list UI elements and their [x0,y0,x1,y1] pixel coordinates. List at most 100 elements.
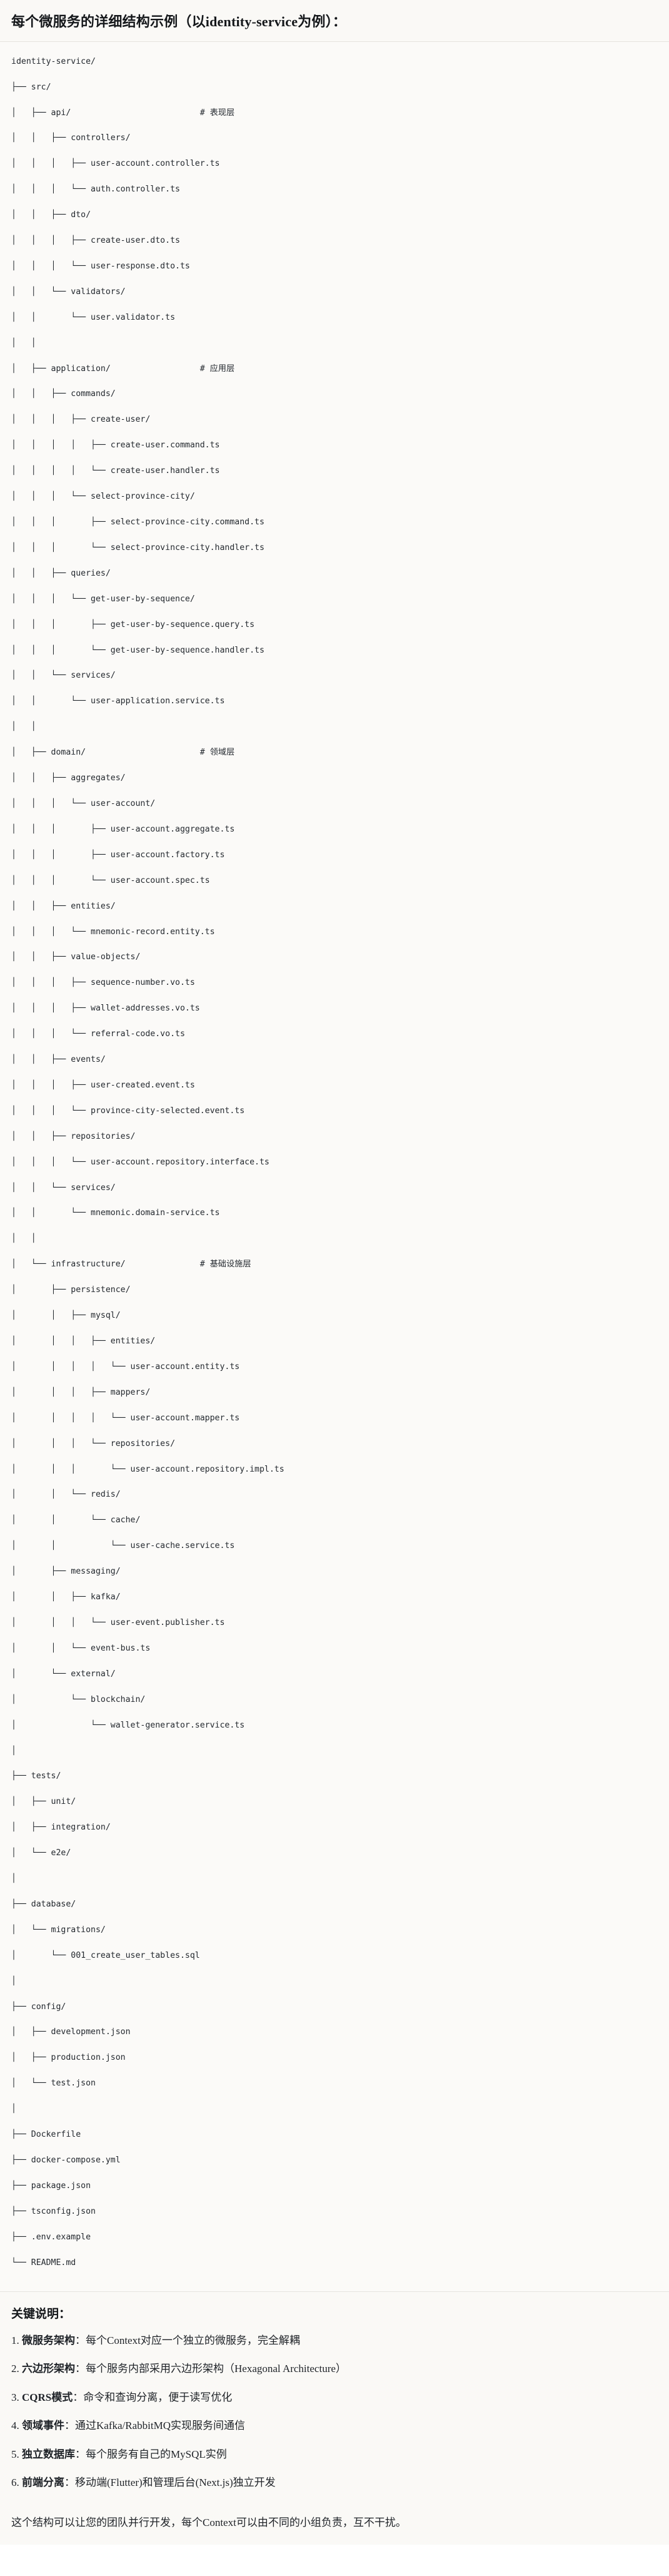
tree-line: │ │ └── user-cache.service.ts [11,1541,235,1551]
tree-line: ├── .env.example [11,2232,91,2242]
tree-line: │ ├── api/ # 表现层 [11,108,235,118]
tree-line: │ ├── domain/ # 领域层 [11,748,235,758]
tree-line: │ │ │ └── mnemonic-record.entity.ts [11,927,215,937]
tree-line: │ ├── application/ # 应用层 [11,364,235,374]
tree-line: │ │ ├── events/ [11,1055,106,1065]
key-note-separator: ： [64,2477,75,2489]
closing-paragraph: 这个结构可以让您的团队并行开发，每个Context可以由不同的小组负责，互不干扰… [0,2512,669,2545]
tree-line: └── README.md [11,2258,76,2268]
tree-line: │ │ │ ├── wallet-addresses.vo.ts [11,1004,200,1014]
tree-line: │ └── blockchain/ [11,1694,146,1704]
tree-line: │ ├── integration/ [11,1823,111,1833]
tree-line: │ │ │ └── referral-code.vo.ts [11,1029,185,1039]
tree-line: │ │ │ └── get-user-by-sequence/ [11,594,195,604]
tree-line: ├── tests/ [11,1771,61,1781]
tree-line: │ └── test.json [11,2079,96,2089]
key-note-description: 每个服务有自己的MySQL实例 [86,2448,227,2460]
tree-line: │ ├── development.json [11,2027,131,2037]
tree-line: │ │ │ ├── user-account.factory.ts [11,850,225,860]
tree-line: ├── docker-compose.yml [11,2156,121,2165]
directory-tree: identity-service/ ├── src/ │ ├── api/ # … [11,56,658,2283]
tree-line: │ │ ├── commands/ [11,389,116,399]
tree-line: │ │ ├── mysql/ [11,1311,121,1321]
tree-line: │ │ └── redis/ [11,1490,121,1500]
tree-line: │ └── e2e/ [11,1848,71,1858]
tree-line: │ │ ├── aggregates/ [11,773,126,783]
key-note-item: 微服务架构：每个Context对应一个独立的微服务，完全解耦 [11,2333,658,2349]
key-note-separator: ： [73,2391,84,2403]
tree-line: │ ├── persistence/ [11,1285,131,1295]
tree-line: │ │ ├── dto/ [11,210,91,220]
key-note-separator: ： [75,2448,86,2460]
key-notes-section: 关键说明： 微服务架构：每个Context对应一个独立的微服务，完全解耦六边形架… [0,2291,669,2512]
tree-line: │ │ │ └── user-account/ [11,798,156,808]
tree-line: │ │ │ ├── user-account.controller.ts [11,159,220,169]
key-note-item: 独立数据库：每个服务有自己的MySQL实例 [11,2446,658,2463]
tree-line: │ │ └── validators/ [11,287,126,297]
tree-line: │ │ ├── entities/ [11,901,116,911]
tree-line: │ [11,1976,16,1986]
tree-line: │ │ │ └── get-user-by-sequence.handler.t… [11,645,264,655]
key-note-term: CQRS模式 [22,2391,73,2403]
key-note-term: 六边形架构 [22,2363,75,2375]
tree-line: │ │ │ └── user-account.spec.ts [11,875,210,885]
tree-line: identity-service/ [11,56,96,66]
key-note-term: 领域事件 [22,2420,64,2432]
directory-tree-block: identity-service/ ├── src/ │ ├── api/ # … [0,41,669,2291]
tree-line: │ │ ├── queries/ [11,568,111,578]
tree-line: │ │ │ │ └── user-account.mapper.ts [11,1413,240,1423]
tree-line: │ │ │ ├── get-user-by-sequence.query.ts [11,619,255,629]
tree-line: │ [11,1746,16,1756]
tree-line: │ │ └── cache/ [11,1515,141,1525]
tree-line: │ └── infrastructure/ # 基础设施层 [11,1260,251,1270]
tree-line: │ │ │ └── auth.controller.ts [11,185,180,195]
tree-line: │ │ │ └── user-account.repository.impl.t… [11,1464,284,1474]
tree-line: │ ├── unit/ [11,1797,76,1807]
tree-line: │ │ │ │ ├── create-user.command.ts [11,440,220,451]
tree-line: ├── database/ [11,1899,76,1909]
tree-line: │ │ │ └── user-event.publisher.ts [11,1617,225,1627]
tree-line: │ └── wallet-generator.service.ts [11,1720,245,1730]
tree-line: │ │ │ └── repositories/ [11,1438,176,1448]
tree-line: │ │ └── user-application.service.ts [11,696,225,706]
tree-line: │ │ │ ├── user-account.aggregate.ts [11,824,235,834]
tree-line: │ [11,2104,16,2114]
key-note-item: CQRS模式：命令和查询分离，便于读写优化 [11,2390,658,2406]
tree-line: │ │ │ └── user-account.repository.interf… [11,1157,269,1167]
tree-line: │ │ │ ├── sequence-number.vo.ts [11,978,195,988]
tree-line: │ │ └── mnemonic.domain-service.ts [11,1208,220,1218]
key-note-separator: ： [75,2334,86,2346]
key-note-item: 前端分离：移动端(Flutter)和管理后台(Next.js)独立开发 [11,2475,658,2491]
key-note-term: 独立数据库 [22,2448,75,2460]
tree-line: │ │ │ ├── user-created.event.ts [11,1080,195,1090]
tree-line: │ │ ├── controllers/ [11,133,131,143]
tree-line: │ │ │ └── select-province-city/ [11,492,195,502]
key-note-description: 移动端(Flutter)和管理后台(Next.js)独立开发 [75,2477,276,2489]
tree-line: │ [11,1874,16,1884]
key-note-item: 六边形架构：每个服务内部采用六边形架构（Hexagonal Architectu… [11,2361,658,2377]
key-note-description: 命令和查询分离，便于读写优化 [83,2391,233,2403]
page-title: 每个微服务的详细结构示例（以identity-service为例）： [11,14,346,29]
tree-line: │ │ │ │ └── user-account.entity.ts [11,1362,240,1372]
key-note-separator: ： [64,2420,75,2432]
key-note-description: 每个Context对应一个独立的微服务，完全解耦 [86,2334,300,2346]
tree-line: │ ├── production.json [11,2053,126,2063]
tree-line: ├── Dockerfile [11,2130,81,2140]
tree-line: │ │ └── user.validator.ts [11,312,176,322]
key-note-separator: ： [75,2363,86,2375]
tree-line: │ │ └── services/ [11,1183,116,1193]
tree-line: ├── src/ [11,82,51,92]
tree-line: │ │ [11,1234,36,1244]
tree-line: │ └── external/ [11,1669,116,1679]
tree-line: ├── package.json [11,2181,91,2191]
tree-line: │ │ │ ├── create-user/ [11,415,151,425]
tree-line: │ │ │ └── select-province-city.handler.t… [11,542,264,552]
tree-line: │ │ │ ├── create-user.dto.ts [11,236,180,246]
key-notes-list: 微服务架构：每个Context对应一个独立的微服务，完全解耦六边形架构：每个服务… [11,2333,658,2491]
document-header: 每个微服务的详细结构示例（以identity-service为例）： [0,0,669,42]
tree-line: │ │ │ ├── mappers/ [11,1387,151,1397]
tree-line: │ │ └── services/ [11,671,116,681]
tree-line: │ │ │ │ └── create-user.handler.ts [11,466,220,476]
tree-line: ├── config/ [11,2002,66,2012]
